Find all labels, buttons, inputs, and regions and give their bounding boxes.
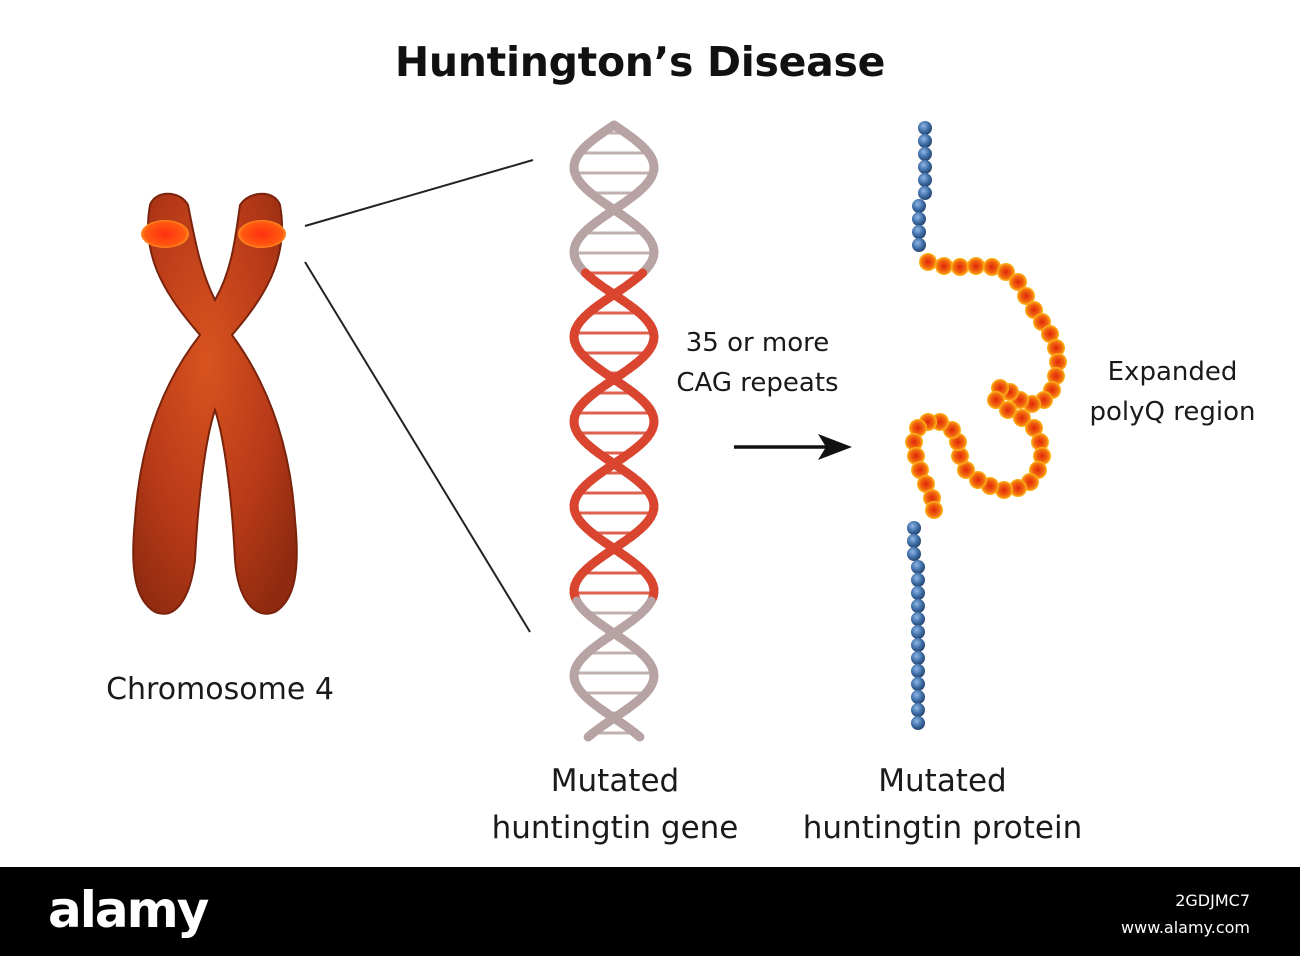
cag-label-line-2: CAG repeats [676,368,839,399]
protein-bead-polyq [1017,287,1035,305]
protein-bead-polyq [905,433,923,451]
protein-bead-normal [907,547,921,561]
protein-bead-polyq [1009,479,1027,497]
protein-bead-normal [911,599,925,613]
protein-bead-polyq [1047,367,1065,385]
protein-bead-normal [911,664,925,678]
chromosome-tip-left [141,220,189,248]
protein-bead-polyq [919,253,937,271]
protein-label: Mutated huntingtin protein [775,758,1110,852]
protein-bead-polyq [907,447,925,465]
protein-bead-normal [911,716,925,730]
gene-label-line-1: Mutated [550,763,680,799]
dna-strand-segment [583,728,598,742]
protein-bead-polyq [1025,419,1043,437]
protein-bead-normal [912,238,926,252]
protein-chain [905,121,1067,730]
gene-label-line-2: huntingtin gene [491,810,739,847]
polyq-region-label: Expanded polyQ region [1065,352,1280,433]
diagram-title: Huntington’s Disease [394,38,886,86]
image-id: 2GDJMC7 [1175,891,1250,910]
protein-bead-polyq [1047,339,1065,357]
protein-label-line-1: Mutated [878,763,1007,799]
protein-bead-normal [907,534,921,548]
protein-bead-normal [918,134,932,148]
protein-bead-normal [918,186,932,200]
protein-bead-polyq [911,461,929,479]
zoom-line-bottom [304,261,531,633]
polyq-label-line-1: Expanded [1107,357,1238,387]
protein-bead-polyq [951,258,969,276]
protein-bead-normal [911,612,925,626]
protein-bead-polyq [999,401,1017,419]
protein-bead-polyq [957,461,975,479]
protein-bead-normal [911,651,925,665]
protein-bead-normal [911,638,925,652]
protein-bead-polyq [1013,409,1031,427]
zoom-line-top [304,159,534,227]
stock-footer-bar: alamy 2GDJMC7 www.alamy.com [0,867,1300,956]
protein-bead-polyq [967,257,985,275]
dna-strand-segment [630,728,645,742]
protein-bead-normal [912,225,926,239]
chromosome-tip-right [238,220,286,248]
protein-bead-normal [911,677,925,691]
protein-bead-normal [911,703,925,717]
protein-bead-polyq [925,501,943,519]
protein-bead-polyq [1049,353,1067,371]
chromosome-label: Chromosome 4 [106,672,334,707]
protein-bead-polyq [969,471,987,489]
dna-helix [569,120,659,742]
protein-bead-normal [911,625,925,639]
protein-bead-normal [918,160,932,174]
protein-bead-polyq [1031,433,1049,451]
stock-info: 2GDJMC7 www.alamy.com [1121,887,1250,941]
protein-bead-normal [911,573,925,587]
protein-bead-normal [918,173,932,187]
protein-bead-polyq [983,258,1001,276]
protein-bead-polyq [1041,325,1059,343]
alamy-logo: alamy [48,881,209,939]
protein-bead-normal [911,690,925,704]
site-url: www.alamy.com [1121,918,1250,938]
protein-bead-normal [911,560,925,574]
chromosome-illustration [132,192,298,615]
protein-bead-normal [912,212,926,226]
protein-bead-polyq [995,481,1013,499]
protein-bead-polyq [951,447,969,465]
arrow-right-icon [734,434,852,460]
protein-bead-normal [918,147,932,161]
cag-repeats-label: 35 or more CAG repeats [650,323,865,404]
protein-bead-polyq [935,257,953,275]
protein-label-line-2: huntingtin protein [802,810,1083,847]
protein-bead-polyq [1033,447,1051,465]
polyq-label-line-2: polyQ region [1089,397,1256,428]
protein-bead-polyq [909,419,927,437]
protein-bead-normal [911,586,925,600]
protein-bead-polyq [987,391,1005,409]
cag-label-line-1: 35 or more [685,328,830,358]
protein-bead-normal [912,199,926,213]
protein-bead-normal [907,521,921,535]
gene-label: Mutated huntingtin gene [460,758,770,852]
protein-bead-polyq [917,475,935,493]
protein-bead-normal [918,121,932,135]
protein-bead-polyq [997,263,1015,281]
protein-bead-polyq [1009,273,1027,291]
diagram-artwork [132,120,1067,742]
